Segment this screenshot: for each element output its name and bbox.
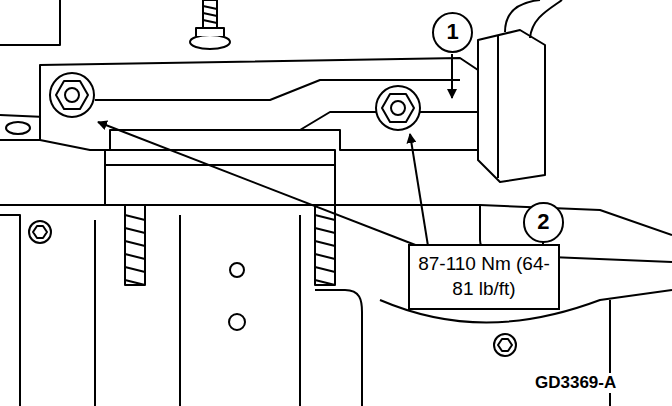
torque-spec-box: 87-110 Nm (64-81 lb/ft) [408,244,560,310]
figure-id: GD3369-A [532,373,619,393]
torque-value: 87-110 Nm (64-81 lb/ft) [416,252,552,301]
callout-number: 1 [446,18,458,47]
callout-number: 2 [537,208,549,237]
callout-number: 1 [432,12,473,53]
callout-number: 2 [523,202,564,243]
